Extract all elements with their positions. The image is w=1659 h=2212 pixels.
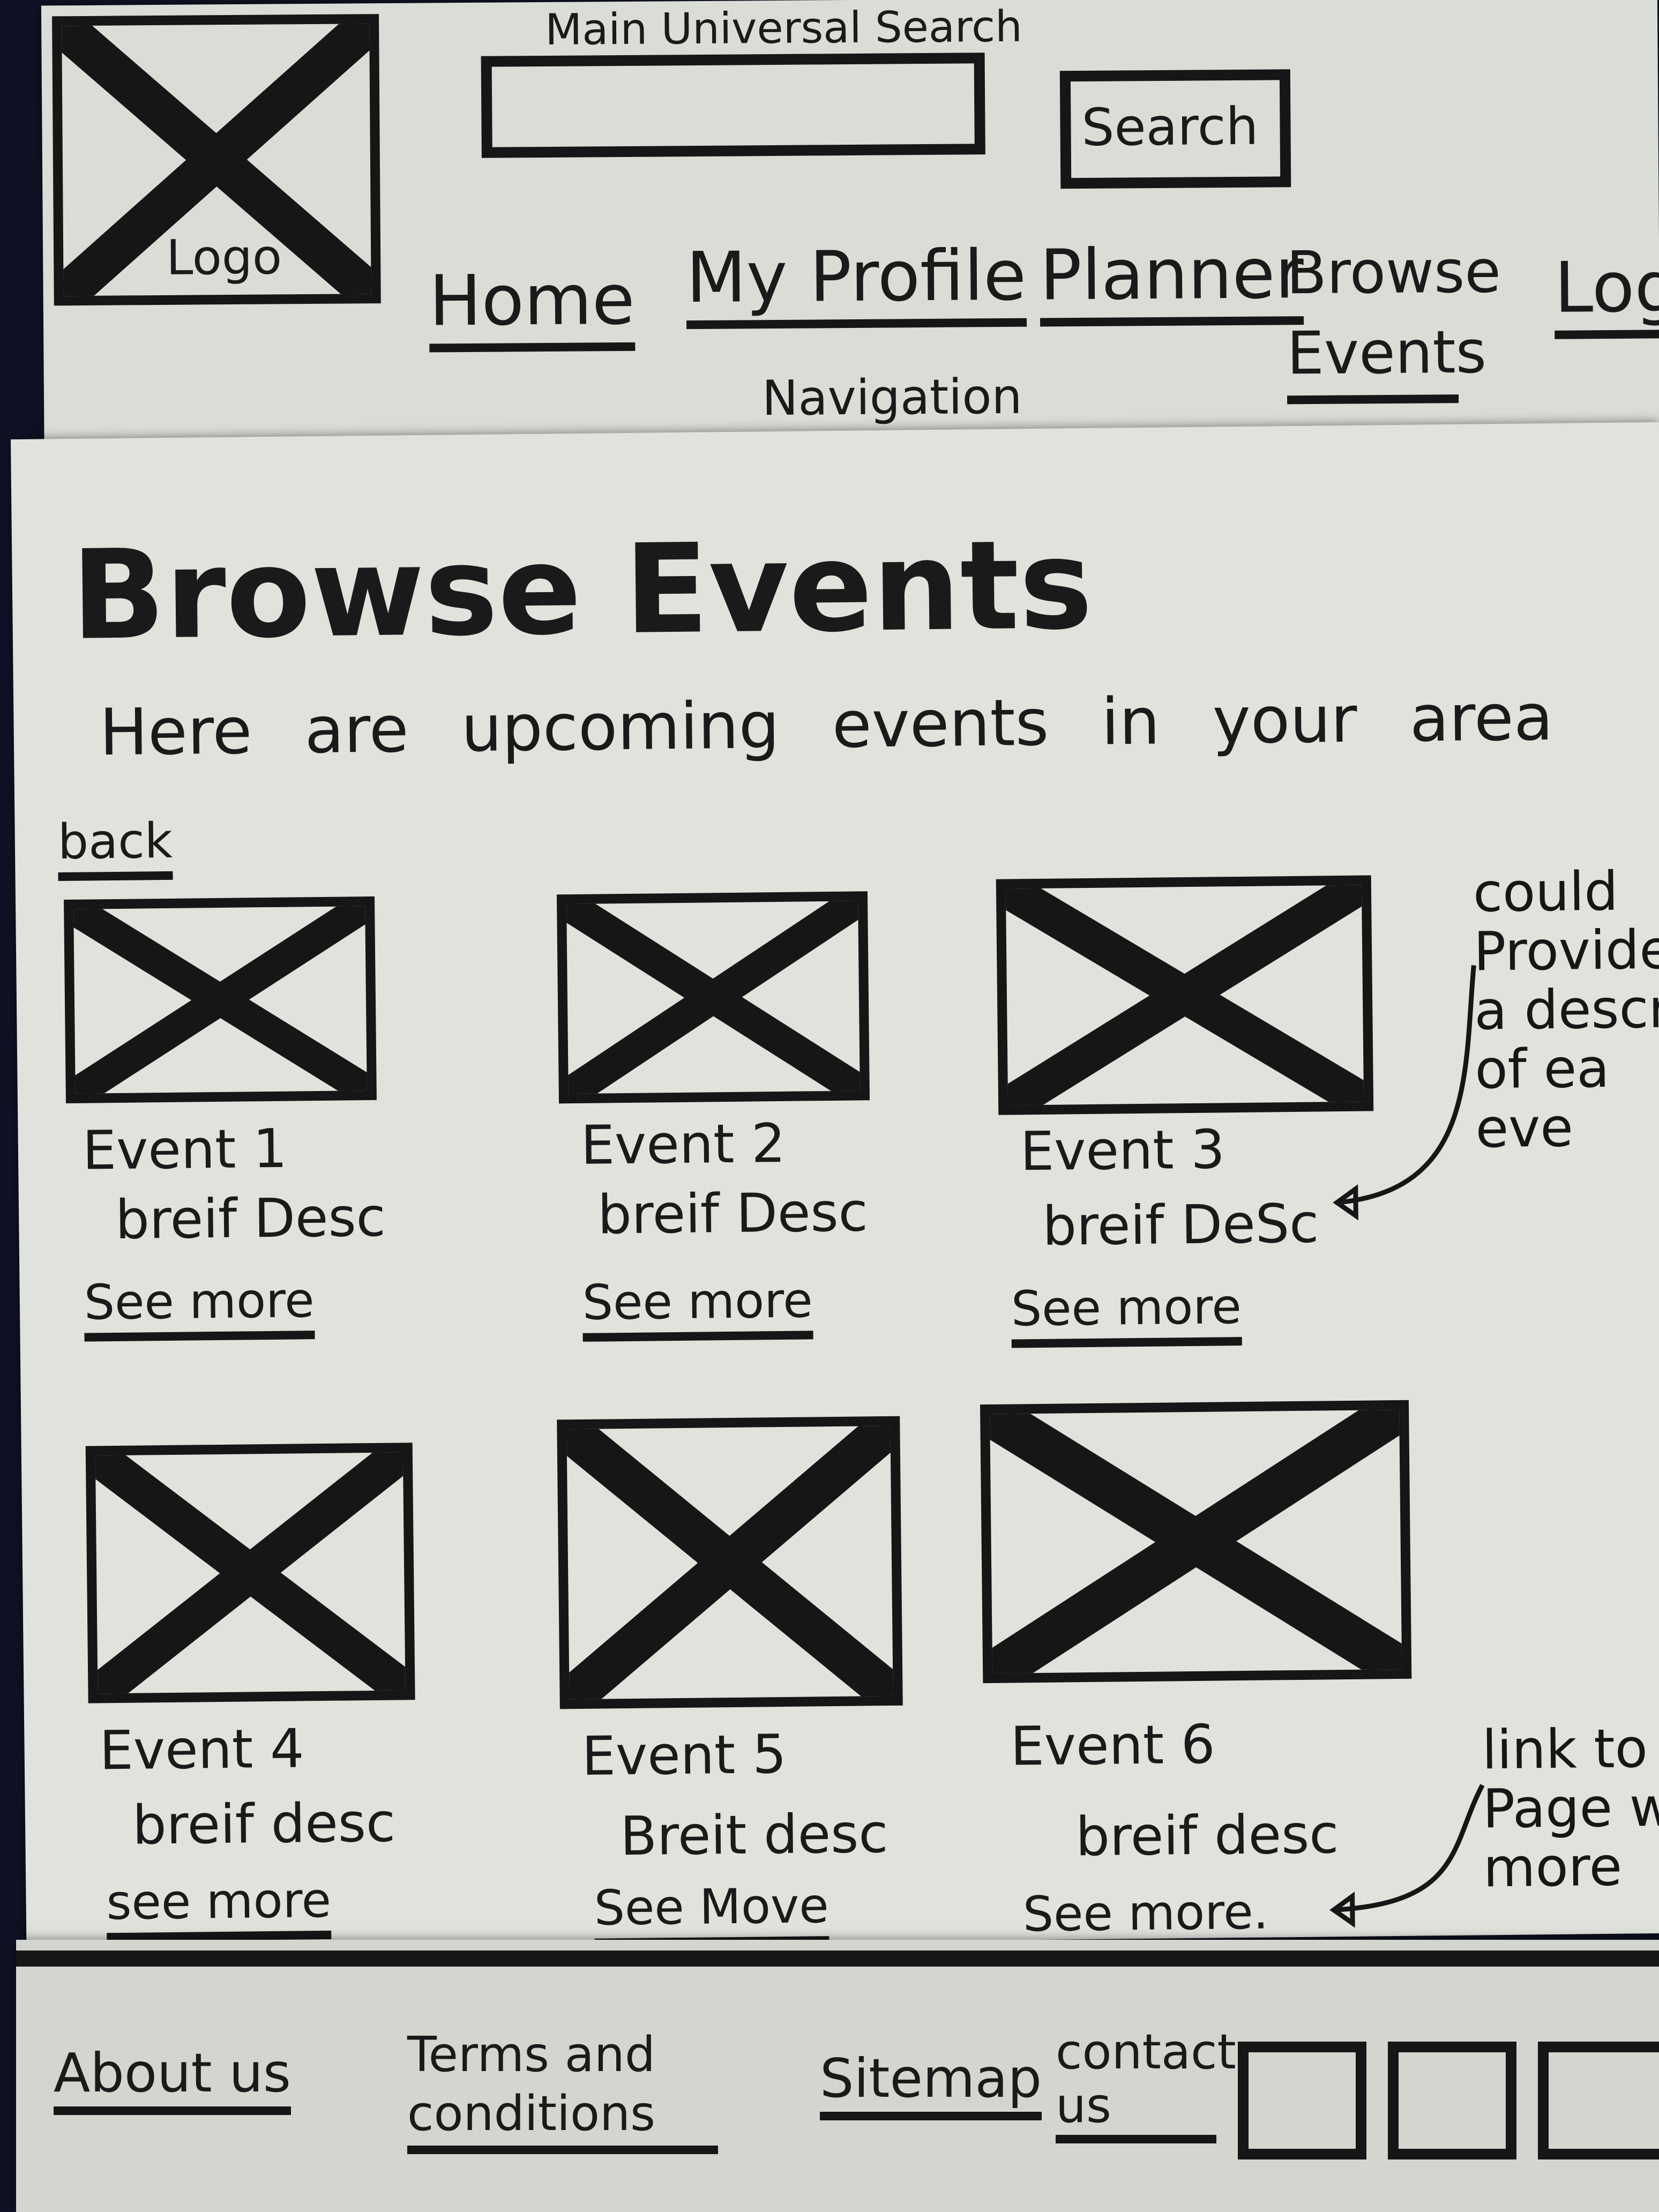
event-5-image[interactable]: [557, 1416, 903, 1709]
placeholder-cross-icon: [566, 901, 860, 1094]
event-1-desc: breif Desc: [115, 1185, 386, 1252]
footer-terms-link[interactable]: Terms and conditions: [407, 2026, 718, 2154]
event-4-image[interactable]: [85, 1443, 415, 1703]
search-label: Main Universal Search: [544, 1, 1023, 55]
event-1-see-more[interactable]: See more: [84, 1272, 315, 1342]
event-2-name: Event 2: [580, 1111, 786, 1177]
event-2-desc: breif Desc: [597, 1180, 869, 1246]
footer-sheet: About us Terms and conditions Sitemap co…: [16, 1940, 1659, 2212]
event-1-image[interactable]: [64, 896, 377, 1103]
event-4-name: Event 4: [99, 1717, 305, 1782]
footer-about-link[interactable]: About us: [54, 2042, 291, 2115]
event-5-see-more[interactable]: See Move: [594, 1878, 829, 1947]
annotation-description-note: could Provide a descr of ea eve: [1473, 860, 1659, 1160]
placeholder-cross-icon: [73, 906, 367, 1094]
event-4-see-more[interactable]: see more: [106, 1872, 332, 1942]
nav-logo[interactable]: Logo: [1554, 245, 1659, 339]
event-2-see-more[interactable]: See more: [582, 1272, 813, 1342]
placeholder-cross-icon: [990, 1409, 1402, 1673]
footer-divider: [16, 1951, 1659, 1967]
footer-contact-link[interactable]: contact us: [1056, 2026, 1236, 2143]
nav-planner[interactable]: Planner: [1039, 233, 1304, 327]
event-6-image[interactable]: [980, 1400, 1412, 1684]
placeholder-cross-icon: [62, 24, 371, 296]
social-icon-3[interactable]: [1538, 2042, 1659, 2159]
event-3-desc: breif DeSc: [1042, 1192, 1319, 1258]
navigation-caption: Navigation: [761, 368, 1022, 427]
annotation-arrowhead-2-icon: [1329, 1892, 1355, 1928]
event-5-desc: Breit desc: [619, 1802, 888, 1868]
event-6-desc: breif desc: [1075, 1803, 1339, 1869]
annotation-arrow-2: [1333, 1784, 1485, 1912]
search-button[interactable]: Search: [1059, 69, 1291, 189]
social-icon-1[interactable]: [1238, 2042, 1366, 2159]
back-link[interactable]: back: [57, 812, 173, 881]
event-3-image[interactable]: [996, 875, 1374, 1115]
search-input[interactable]: [481, 53, 985, 158]
social-icon-2[interactable]: [1388, 2042, 1516, 2159]
placeholder-cross-icon: [95, 1452, 406, 1694]
event-3-name: Event 3: [1020, 1118, 1225, 1183]
nav-my-profile[interactable]: My Profile: [685, 234, 1027, 330]
annotation-arrowhead-1-icon: [1333, 1184, 1358, 1221]
event-4-desc: breif desc: [132, 1791, 396, 1857]
annotation-link-note: link to Page wi more: [1482, 1717, 1659, 1900]
event-5-name: Event 5: [581, 1722, 787, 1788]
footer-sitemap-link[interactable]: Sitemap: [820, 2047, 1042, 2120]
event-1-name: Event 1: [82, 1117, 288, 1182]
page-title: Browse Events: [70, 513, 1094, 668]
header-sheet: Logo Main Universal Search Search Home M…: [41, 0, 1659, 488]
nav-browse-events[interactable]: Browse Events: [1286, 231, 1501, 405]
logo-label: Logo: [166, 229, 282, 286]
event-6-name: Event 6: [1010, 1713, 1216, 1778]
logo-placeholder[interactable]: [52, 14, 381, 306]
nav-home[interactable]: Home: [429, 258, 636, 353]
event-3-see-more[interactable]: See more: [1011, 1279, 1242, 1348]
page-subtitle: Here are upcoming events in your area: [99, 680, 1554, 771]
placeholder-cross-icon: [1005, 885, 1364, 1105]
event-2-image[interactable]: [556, 891, 870, 1104]
content-sheet: Browse Events Here are upcoming events i…: [11, 422, 1659, 1954]
placeholder-cross-icon: [566, 1425, 893, 1700]
